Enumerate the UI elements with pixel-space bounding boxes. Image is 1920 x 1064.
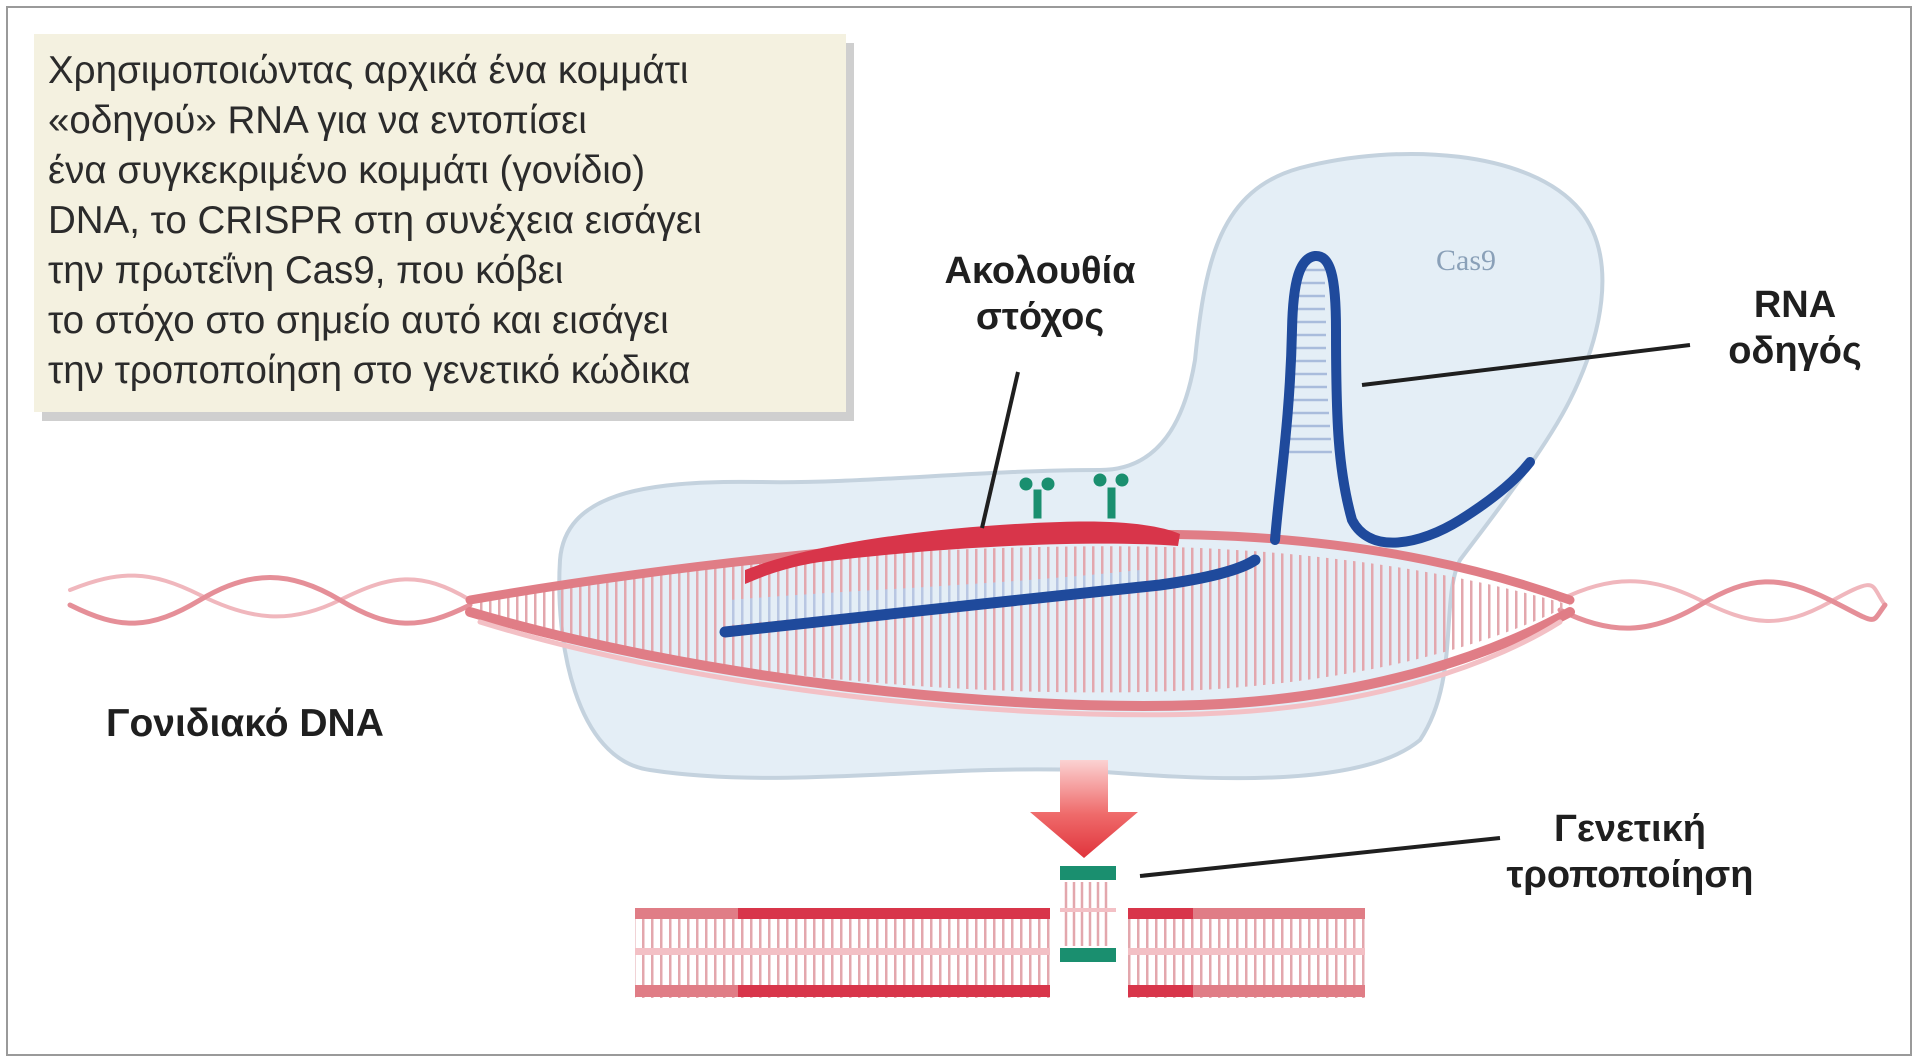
genetic-modification-label: Γενετική τροποποίηση [1460,806,1800,899]
genetic-modification-label-line2: τροποποίηση [1506,854,1754,897]
cas9-label: Cas9 [1436,244,1496,277]
dna-bottom-strand [465,607,1575,711]
down-arrow [1030,760,1138,858]
caption-line: DNA, το CRISPR στη συνέχεια εισάγει [48,199,702,242]
dna-base-pairs [480,546,1570,693]
target-sequence [745,521,1180,584]
caption-line: «οδηγού» RNA για να εντοπίσει [48,99,587,142]
genetic-modification-label-line1: Γενετική [1554,808,1706,850]
edited-dna [635,866,1365,998]
pam-markers [1019,473,1129,519]
caption-box: Χρησιμοποιώντας αρχικά ένα κομμάτι «οδηγ… [34,34,846,412]
modification-pointer-line [1139,836,1501,878]
guide-rna-label: RNA οδηγός [1680,282,1910,375]
target-sequence-label: Ακολουθία στόχος [900,248,1180,341]
guide-rna-strand [719,554,1261,638]
genetic-modification-insert [1060,866,1116,962]
target-sequence-label-line2: στόχος [975,296,1105,339]
gene-dna-label: Γονιδιακό DNA [106,702,384,745]
caption-line: ένα συγκεκριμένο κομμάτι (γονίδιο) [48,149,646,192]
caption-line: την τροποποίηση στο γενετικό κώδικα [48,349,691,392]
dna-helix-right [1557,579,1888,631]
caption-line: Χρησιμοποιώντας αρχικά ένα κομμάτι [48,49,689,92]
guide-rna-pairing [730,570,1140,625]
rna-pointer-line [1361,343,1691,387]
caption-line: την πρωτεΐνη Cas9, που κόβει [48,249,564,292]
dna-helix-left [67,573,473,626]
target-pointer-line [980,371,1020,529]
caption-line: το στόχο στο σημείο αυτό και εισάγει [48,299,669,342]
guide-rna-label-line2: οδηγός [1728,330,1862,373]
guide-rna-label-line1: RNA [1753,284,1837,326]
target-sequence-label-line1: Ακολουθία [944,250,1136,292]
guide-rna-hairpin [1270,251,1535,548]
